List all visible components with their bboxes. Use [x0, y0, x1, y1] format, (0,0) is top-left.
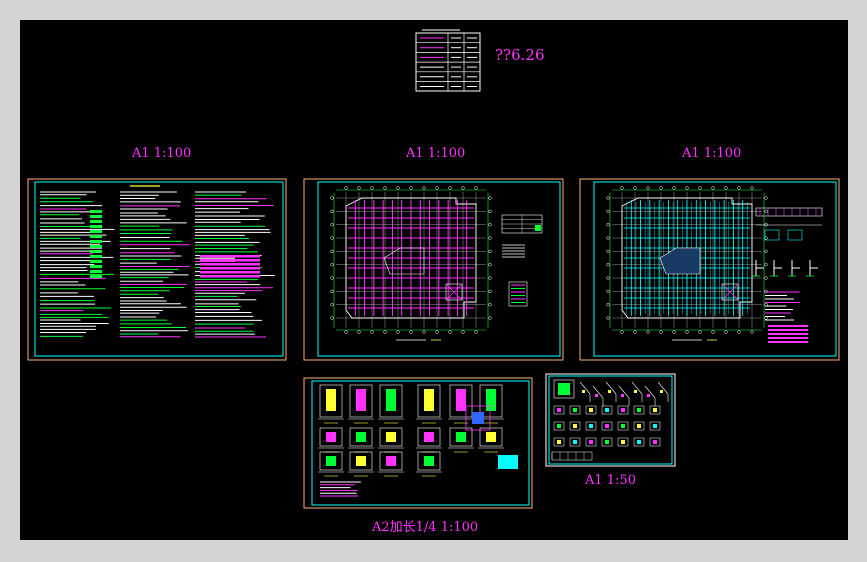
- sheet-5[interactable]: [545, 373, 676, 467]
- sheet-3-scale-label: A1 1:100: [681, 146, 741, 161]
- cad-model-space[interactable]: ??6.26 A1 1:100 A1 1:100 A1 1:100 A2加长1/…: [20, 20, 848, 540]
- sheet-2-scale-label: A1 1:100: [405, 146, 465, 161]
- sheet-1[interactable]: [27, 178, 287, 361]
- sheet-2[interactable]: [303, 178, 564, 361]
- floor-plan-a: [330, 186, 543, 341]
- sheet-4-scale-label: A2加长1/4 1:100: [371, 520, 478, 535]
- revision-note: ??6.26: [495, 46, 544, 64]
- drawing-canvas: ??6.26 A1 1:100 A1 1:100 A1 1:100 A2加长1/…: [27, 29, 840, 535]
- title-table: [415, 29, 481, 92]
- details-a: [318, 384, 518, 497]
- general-notes: [40, 185, 275, 338]
- details-b: [551, 379, 669, 461]
- sheet-3[interactable]: [579, 178, 840, 361]
- sheet-4[interactable]: [303, 377, 533, 509]
- floor-plan-b: [606, 186, 823, 343]
- sheet-5-scale-label: A1 1:50: [584, 473, 636, 488]
- sheet-1-scale-label: A1 1:100: [131, 146, 191, 161]
